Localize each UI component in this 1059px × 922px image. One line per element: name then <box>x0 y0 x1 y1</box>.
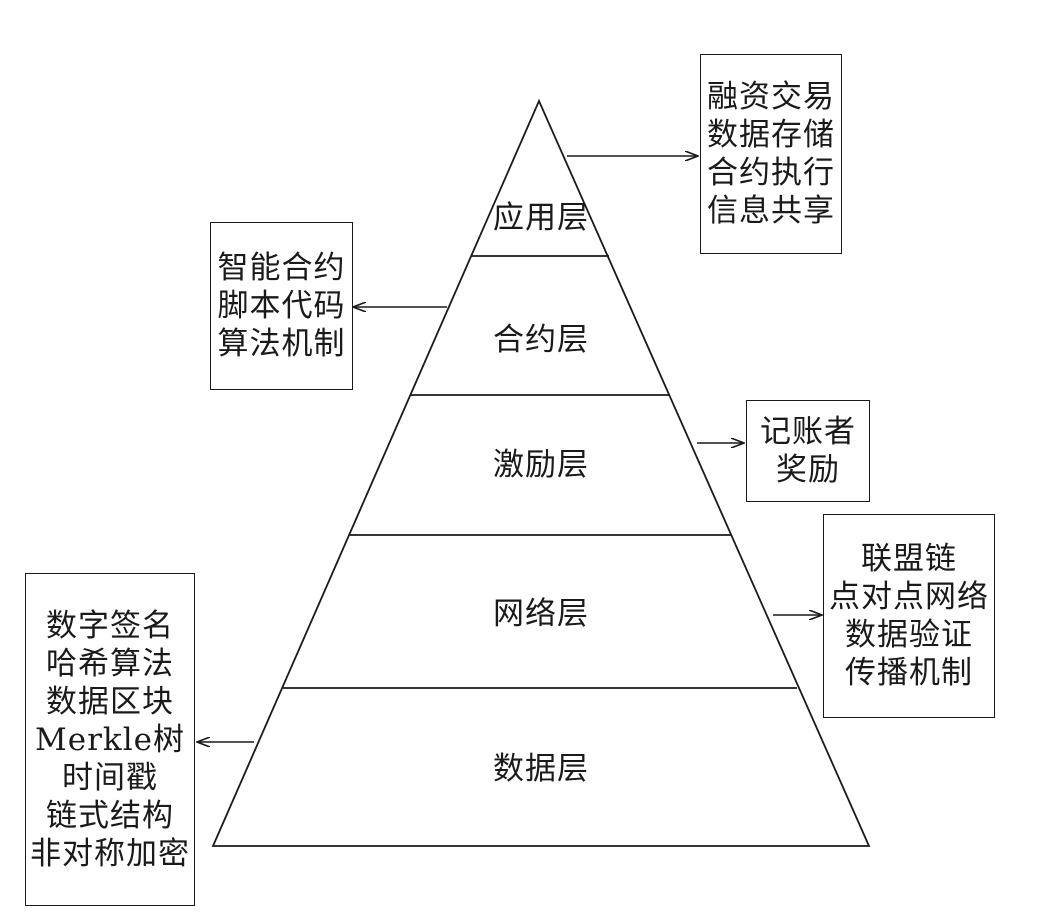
box-line: 数据存储 <box>707 117 835 153</box>
box-data-features: 数字签名 哈希算法 数据区块 Merkle树 时间戳 链式结构 非对称加密 <box>25 573 195 906</box>
box-line: 非对称加密 <box>30 835 190 872</box>
layer-label-app: 应用层 <box>493 200 589 236</box>
box-network-features: 联盟链 点对点网络 数据验证 传播机制 <box>823 514 995 718</box>
box-line: 数据验证 <box>845 617 973 653</box>
box-line: 算法机制 <box>217 326 346 362</box>
box-incentive-features: 记账者 奖励 <box>746 400 870 502</box>
box-line: 联盟链 <box>861 541 957 577</box>
layer-label-network: 网络层 <box>493 596 589 632</box>
box-line: 数字签名 <box>46 607 174 644</box>
box-line: 时间戳 <box>62 759 158 796</box>
box-line: 奖励 <box>776 452 840 488</box>
box-application-features: 融资交易 数据存储 合约执行 信息共享 <box>700 54 842 254</box>
box-line: 数据区块 <box>46 683 174 720</box>
box-line: 智能合约 <box>217 250 346 286</box>
box-line: 哈希算法 <box>46 645 174 682</box>
box-line: 传播机制 <box>845 655 973 691</box>
box-line: 合约执行 <box>707 155 835 191</box>
box-line: Merkle树 <box>35 721 185 758</box>
box-line: 融资交易 <box>707 79 835 115</box>
layer-label-contract: 合约层 <box>493 322 589 358</box>
layer-label-data: 数据层 <box>493 751 589 787</box>
box-contract-features: 智能合约 脚本代码 算法机制 <box>210 222 353 390</box>
box-line: 链式结构 <box>46 797 174 834</box>
box-line: 记账者 <box>760 414 856 450</box>
layer-label-incentive: 激励层 <box>493 447 589 483</box>
box-line: 脚本代码 <box>217 288 346 324</box>
box-line: 点对点网络 <box>829 579 989 615</box>
box-line: 信息共享 <box>707 193 835 229</box>
pyramid-outline <box>211 98 871 847</box>
